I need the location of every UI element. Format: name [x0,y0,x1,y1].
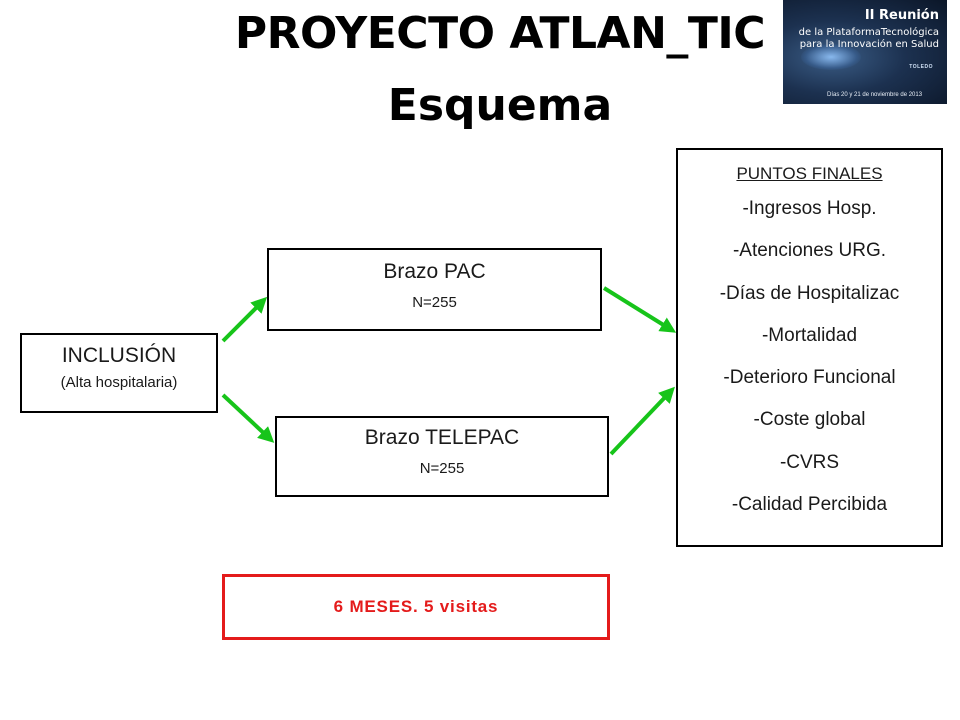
logo-subtitle-line2: para la Innovación en Salud [799,39,939,50]
page-title: PROYECTO ATLAN_TIC [234,8,766,59]
conference-logo: II Reunión de la PlataformaTecnológica p… [783,0,947,104]
endpoint-item: -Deterioro Funcional [723,367,896,389]
pac-arm-box: Brazo PAC N=255 [267,248,602,331]
arrow-inclusion-to-telepac [221,393,275,443]
duration-label: 6 MESES. 5 visitas [333,597,499,616]
endpoint-item: -Calidad Percibida [731,494,888,516]
duration-box: 6 MESES. 5 visitas [222,574,610,640]
logo-heading: II Reunión [864,8,939,23]
inclusion-box: INCLUSIÓN (Alta hospitalaria) [20,333,218,413]
endpoints-header: PUNTOS FINALES [736,164,883,183]
endpoint-item: -Coste global [753,409,866,431]
logo-subtitle: de la PlataformaTecnológica para la Inno… [799,27,939,51]
endpoint-item: -CVRS [779,451,840,473]
arrow-pac-to-endpoints [602,286,677,333]
inclusion-label: INCLUSIÓN [61,344,177,367]
hand-graphic [801,44,861,70]
endpoint-item: -Ingresos Hosp. [742,198,877,219]
logo-subtitle-line1: de la PlataformaTecnológica [798,27,939,38]
arrow-inclusion-to-pac [221,296,268,343]
logo-dates: Días 20 y 21 de noviembre de 2013 [827,92,923,98]
endpoint-item: -Mortalidad [761,324,858,346]
endpoints-box: PUNTOS FINALES -Ingresos Hosp. -Atencion… [676,148,943,547]
logo-city: TOLEDO [909,64,933,70]
pac-arm-n: N=255 [412,294,457,311]
telepac-arm-box: Brazo TELEPAC N=255 [275,416,609,497]
endpoint-item: -Atenciones URG. [732,240,887,262]
telepac-arm-n: N=255 [419,460,465,477]
arrow-telepac-to-endpoints [609,386,675,456]
pac-arm-label: Brazo PAC [383,260,486,283]
endpoint-item: -Días de Hospitalizac [719,282,900,304]
inclusion-sublabel: (Alta hospitalaria) [60,374,178,391]
page-subtitle: Esquema [387,80,613,131]
telepac-arm-label: Brazo TELEPAC [364,426,520,449]
